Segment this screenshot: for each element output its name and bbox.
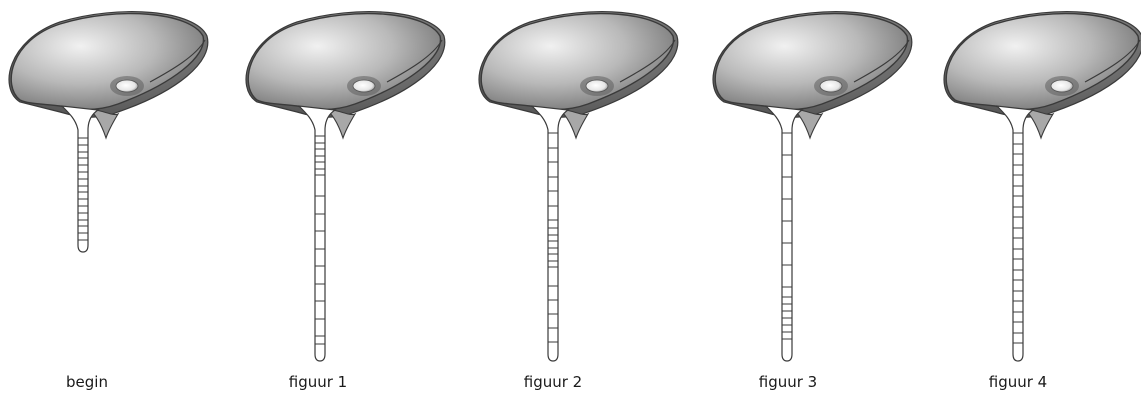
panel-figuur-4 <box>944 12 1141 361</box>
panel-figuur-3 <box>713 12 912 361</box>
panel-figuur-2 <box>479 12 678 361</box>
caption-figuur-2: figuur 2 <box>493 372 613 392</box>
caption-figuur-3: figuur 3 <box>728 372 848 392</box>
caption-figuur-4: figuur 4 <box>958 372 1078 392</box>
panel-figuur-1 <box>246 12 445 361</box>
caption-figuur-1: figuur 1 <box>258 372 378 392</box>
panel-begin <box>9 12 208 252</box>
caption-begin: begin <box>27 372 147 392</box>
